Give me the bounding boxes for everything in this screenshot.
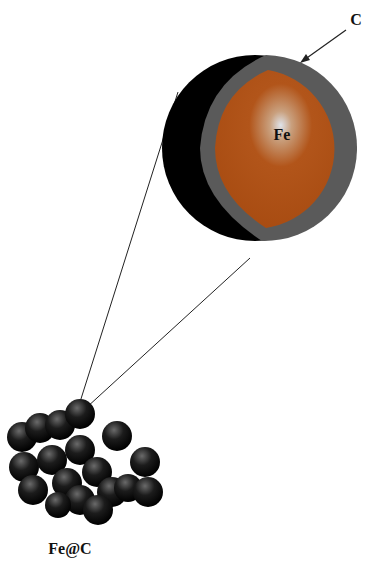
core-region: Fe <box>252 118 312 152</box>
particle-cluster <box>7 399 163 525</box>
iron-core <box>215 70 334 228</box>
core-label: Fe <box>274 126 291 144</box>
carbon-shell <box>200 55 357 241</box>
zoom-line <box>86 258 250 408</box>
material-label: Fe@C <box>48 540 91 558</box>
callout-arrow <box>304 30 346 60</box>
shell-label: C <box>350 11 362 29</box>
arrow-head <box>300 54 310 63</box>
